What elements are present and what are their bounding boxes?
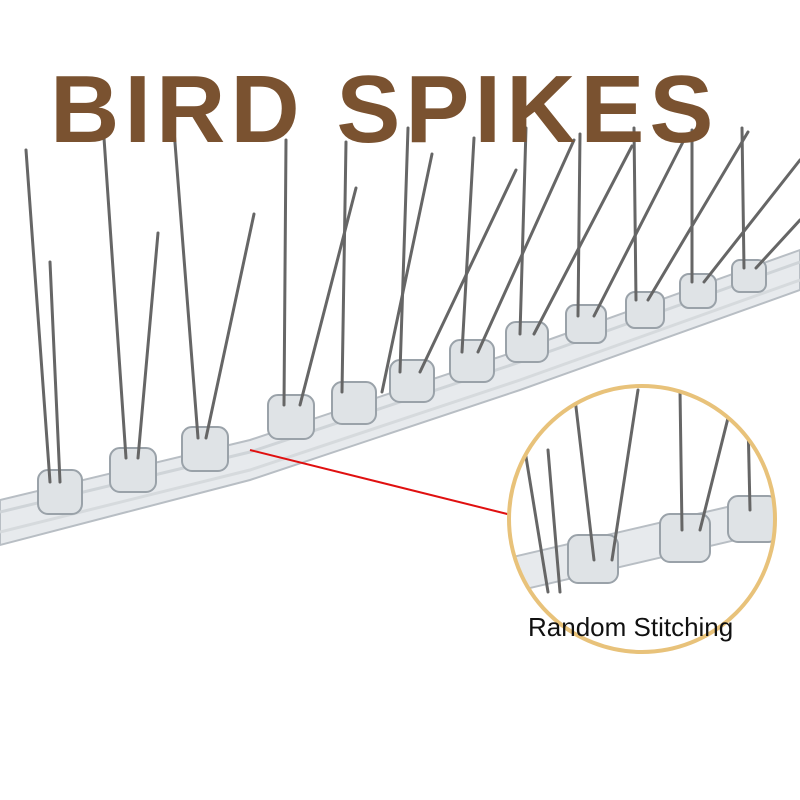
page-title: BIRD SPIKES [50, 56, 719, 163]
inset-caption: Random Stitching [528, 612, 734, 642]
plastic-clips [37, 259, 767, 515]
inset-magnifier [507, 384, 777, 654]
metal-spikes [24, 126, 800, 484]
